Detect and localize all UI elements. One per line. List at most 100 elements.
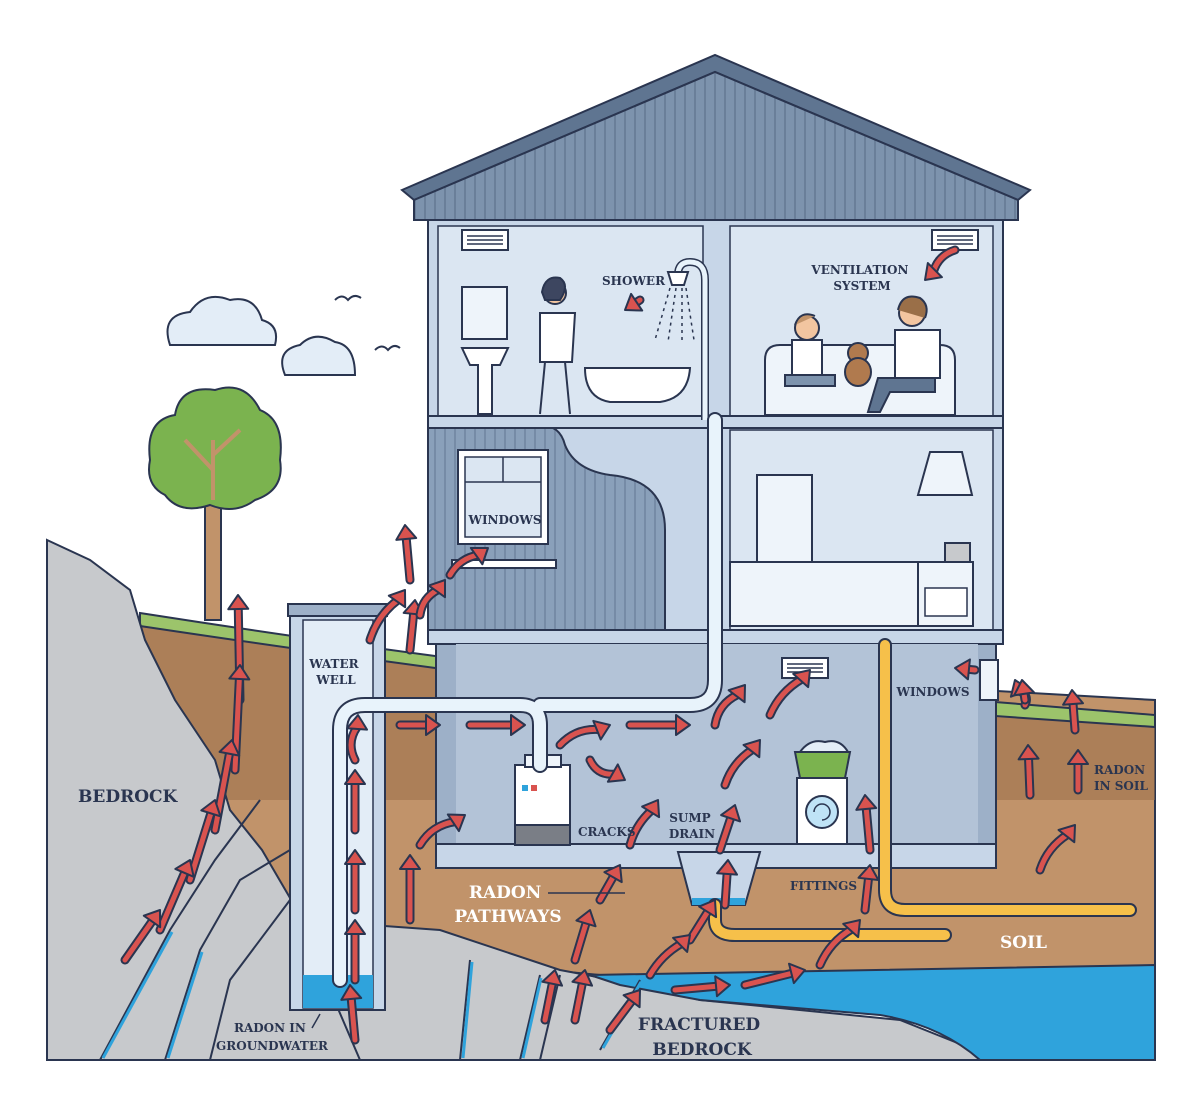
radon-arrow <box>722 869 730 908</box>
radon-arrow-head <box>742 739 761 759</box>
radon-arrow-head <box>446 813 466 833</box>
radon-arrow-head <box>510 714 526 736</box>
radon-arrow <box>722 746 756 788</box>
radon-arrow-head <box>714 975 731 998</box>
radon-arrow-head <box>1013 679 1035 697</box>
teddy-bear <box>844 342 872 387</box>
radon-arrow-head <box>1057 824 1076 844</box>
topsoil-band-right <box>995 702 1155 800</box>
tree <box>148 386 282 621</box>
radon-arrow-head <box>427 579 446 599</box>
mirror <box>461 286 508 340</box>
radon-arrow-head <box>174 859 195 878</box>
sky-decoration <box>166 294 401 376</box>
radon-arrow-head <box>541 969 564 987</box>
sink <box>460 347 510 415</box>
label-cracks: CRACKS <box>578 825 635 839</box>
person-bathroom <box>539 276 577 415</box>
radon-arrow <box>1070 699 1078 733</box>
radon-arrow-head <box>603 864 623 884</box>
radon-arrow <box>122 917 156 963</box>
range-hood <box>916 451 974 496</box>
groundwater <box>589 963 1156 1061</box>
radon-arrow <box>712 692 741 728</box>
radon-arrow-head <box>842 919 861 939</box>
radon-arrow <box>647 940 685 978</box>
pot <box>944 542 971 563</box>
radon-arrow <box>348 994 358 1043</box>
label-fittings: FITTINGS <box>790 879 857 893</box>
radon-arrow-head <box>200 799 222 818</box>
bedrock-fractures <box>99 799 641 1061</box>
radon-arrow-head <box>340 984 363 1001</box>
radon-arrow-head <box>855 794 878 811</box>
label-bedrock: BEDROCK <box>78 787 179 807</box>
label-windows-upper: WINDOWS <box>467 513 541 527</box>
label-radon-pathways: RADON PATHWAYS <box>454 883 561 927</box>
radon-arrow-head <box>399 854 421 870</box>
radon-arrow <box>1025 754 1033 798</box>
label-fractured-bedrock: FRACTURED BEDROCK <box>638 1015 766 1060</box>
radon-arrow <box>407 609 417 653</box>
water-pipes <box>332 412 723 988</box>
person-adult <box>866 295 941 413</box>
radon-arrow <box>367 597 401 643</box>
sump-pit <box>676 851 762 906</box>
radon-arrow-head <box>1017 744 1040 761</box>
label-ventilation-system: VENTILATION SYSTEM <box>810 263 912 293</box>
radon-arrow-head <box>698 899 718 919</box>
radon-arrow-head <box>387 589 407 609</box>
radon-arrow-head <box>592 719 611 741</box>
radon-arrow <box>1037 831 1071 873</box>
radon-arrow-head <box>344 849 366 865</box>
laundry-basket <box>793 751 852 779</box>
radon-arrow-head <box>622 989 641 1009</box>
window-upper <box>451 449 557 569</box>
radon-arrow-head <box>425 714 441 736</box>
person-child <box>784 313 836 387</box>
bird-2 <box>374 344 401 352</box>
radon-arrow-head <box>787 962 806 985</box>
radon-arrow-head <box>344 769 366 785</box>
radon-arrow <box>572 918 590 963</box>
radon-arrow <box>157 868 188 933</box>
radon-arrow <box>542 979 556 1023</box>
radon-arrow-head <box>344 919 366 935</box>
label-radon-in-groundwater: RADON IN GROUNDWATER <box>216 1021 329 1053</box>
radon-arrow-head <box>954 658 971 681</box>
radon-arrow <box>863 804 873 853</box>
radon-arrow-head <box>675 714 691 736</box>
radon-arrow <box>627 807 655 848</box>
label-radon-in-soil: RADON IN SOIL <box>1094 763 1149 793</box>
radon-arrow-head <box>641 799 661 819</box>
radon-arrow-head <box>857 864 880 882</box>
radon-arrows <box>120 245 1089 1045</box>
radon-arrow <box>672 983 721 993</box>
groundwater-leader <box>311 1013 321 1029</box>
shower-head-icon <box>666 271 690 286</box>
radon-arrow-head <box>716 859 739 876</box>
radon-arrow <box>767 676 805 718</box>
radon-arrow <box>232 674 242 773</box>
radon-arrow-head <box>575 909 597 928</box>
shower-spray <box>654 287 695 343</box>
washing-machine <box>793 740 852 845</box>
cloud-right <box>281 335 357 376</box>
radon-arrow-head <box>720 804 742 823</box>
radon-arrow-head <box>142 909 162 929</box>
radon-arrow <box>817 926 855 968</box>
radon-arrow-head <box>727 684 746 704</box>
label-soil: SOIL <box>1000 933 1047 953</box>
label-shower: SHOWER <box>602 274 666 288</box>
radon-arrow-head <box>624 292 644 312</box>
radon-arrow-head <box>924 262 943 281</box>
radon-arrow <box>212 749 233 833</box>
window-basement <box>979 659 999 701</box>
label-sump-drain: SUMP DRAIN <box>669 811 715 841</box>
radon-arrow <box>403 534 413 583</box>
labels: SHOWER VENTILATION SYSTEM WINDOWS WINDOW… <box>78 263 1149 1060</box>
radon-arrow-head <box>227 594 250 611</box>
kitchen-counter <box>729 561 921 627</box>
radon-arrow-head <box>228 664 251 681</box>
